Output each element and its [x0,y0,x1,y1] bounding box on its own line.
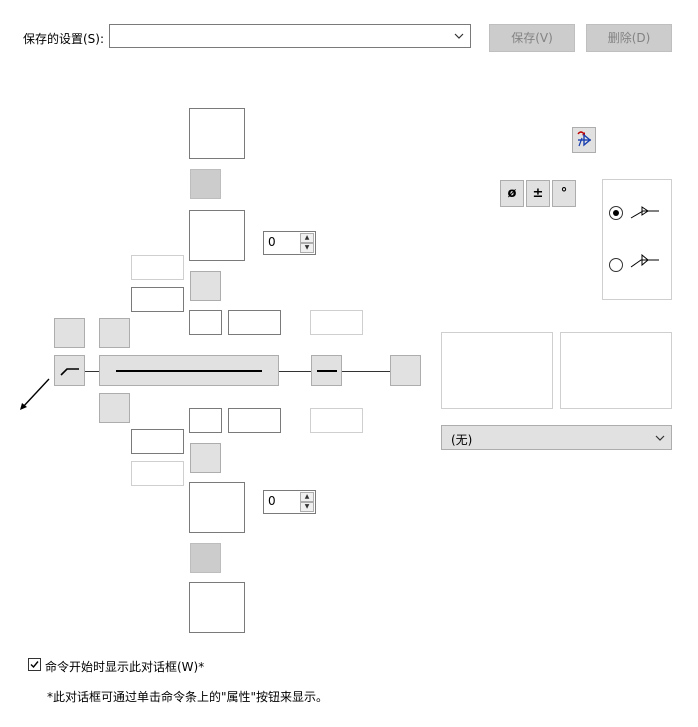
dimension-line-button[interactable] [99,355,279,386]
upper-small-box[interactable] [189,310,222,335]
leader-through-icon [630,253,659,268]
upper-text-box-top[interactable] [189,108,245,159]
degree-symbol-button[interactable]: ° [552,180,576,207]
lower-text-box-middle[interactable] [189,482,245,533]
style-dropdown-value: (无) [451,433,473,447]
terminator-button-right[interactable] [390,355,421,386]
flip-arrow-icon [577,131,592,147]
lower-medium-box[interactable] [228,408,281,433]
upper-spinner-value: 0 [268,235,276,249]
upper-symbol-button-1[interactable] [190,169,221,199]
left-lower-button[interactable] [99,393,130,423]
radio-option-1-dot [613,210,619,216]
saved-settings-dropdown[interactable] [109,24,471,48]
saved-settings-label: 保存的设置(S): [23,32,105,46]
dimension-end-graphic [317,370,337,372]
check-icon [30,661,39,669]
lower-text-box-bottom[interactable] [189,582,245,633]
chevron-down-icon [655,435,665,441]
plus-minus-symbol-button[interactable]: ± [526,180,550,207]
upper-left-box-light[interactable] [131,255,184,280]
save-button[interactable]: 保存(V) [489,24,575,52]
lower-left-box-light[interactable] [131,461,184,486]
flip-arrow-button[interactable] [572,127,596,153]
upper-spinner[interactable]: 0 ▲ ▼ [263,231,316,255]
upper-left-box[interactable] [131,287,184,312]
chevron-down-icon [454,33,464,39]
preview-box-right [560,332,672,409]
show-dialog-checkbox[interactable] [28,658,41,671]
dimension-end-button[interactable] [311,355,342,386]
lower-spinner-up[interactable]: ▲ [300,492,314,502]
leader-arrow-icon [20,378,50,410]
radio-option-1[interactable] [609,206,623,220]
connector-line-1 [85,371,99,372]
left-upper-button-1[interactable] [54,318,85,348]
upper-right-box-light[interactable] [310,310,363,335]
lower-left-box[interactable] [131,429,184,454]
leader-above-icon [630,206,659,219]
upper-medium-box[interactable] [228,310,281,335]
upper-spinner-up[interactable]: ▲ [300,233,314,243]
leader-start-icon [60,368,79,376]
connector-line-2 [279,371,311,372]
lower-symbol-button-2[interactable] [190,543,221,573]
footer-note: *此对话框可通过单击命令条上的"属性"按钮来显示。 [47,690,329,704]
lower-symbol-button-1[interactable] [190,443,221,473]
lower-spinner-value: 0 [268,494,276,508]
terminator-button-left[interactable] [54,355,85,386]
lower-spinner[interactable]: 0 ▲ ▼ [263,490,316,514]
upper-text-box-middle[interactable] [189,210,245,261]
delete-button[interactable]: 删除(D) [586,24,672,52]
lower-small-box[interactable] [189,408,222,433]
diameter-symbol-button[interactable]: ø [500,180,524,207]
preview-box-left [441,332,553,409]
lower-right-box-light[interactable] [310,408,363,433]
upper-spinner-down[interactable]: ▼ [300,243,314,253]
radio-group-frame [602,179,672,300]
lower-spinner-down[interactable]: ▼ [300,502,314,512]
show-dialog-label[interactable]: 命令开始时显示此对话框(W)* [45,660,205,674]
left-upper-button-2[interactable] [99,318,130,348]
connector-line-3 [342,371,390,372]
upper-symbol-button-2[interactable] [190,271,221,301]
dimension-line-graphic [116,370,262,372]
style-dropdown[interactable]: (无) [441,425,672,450]
radio-option-2[interactable] [609,258,623,272]
